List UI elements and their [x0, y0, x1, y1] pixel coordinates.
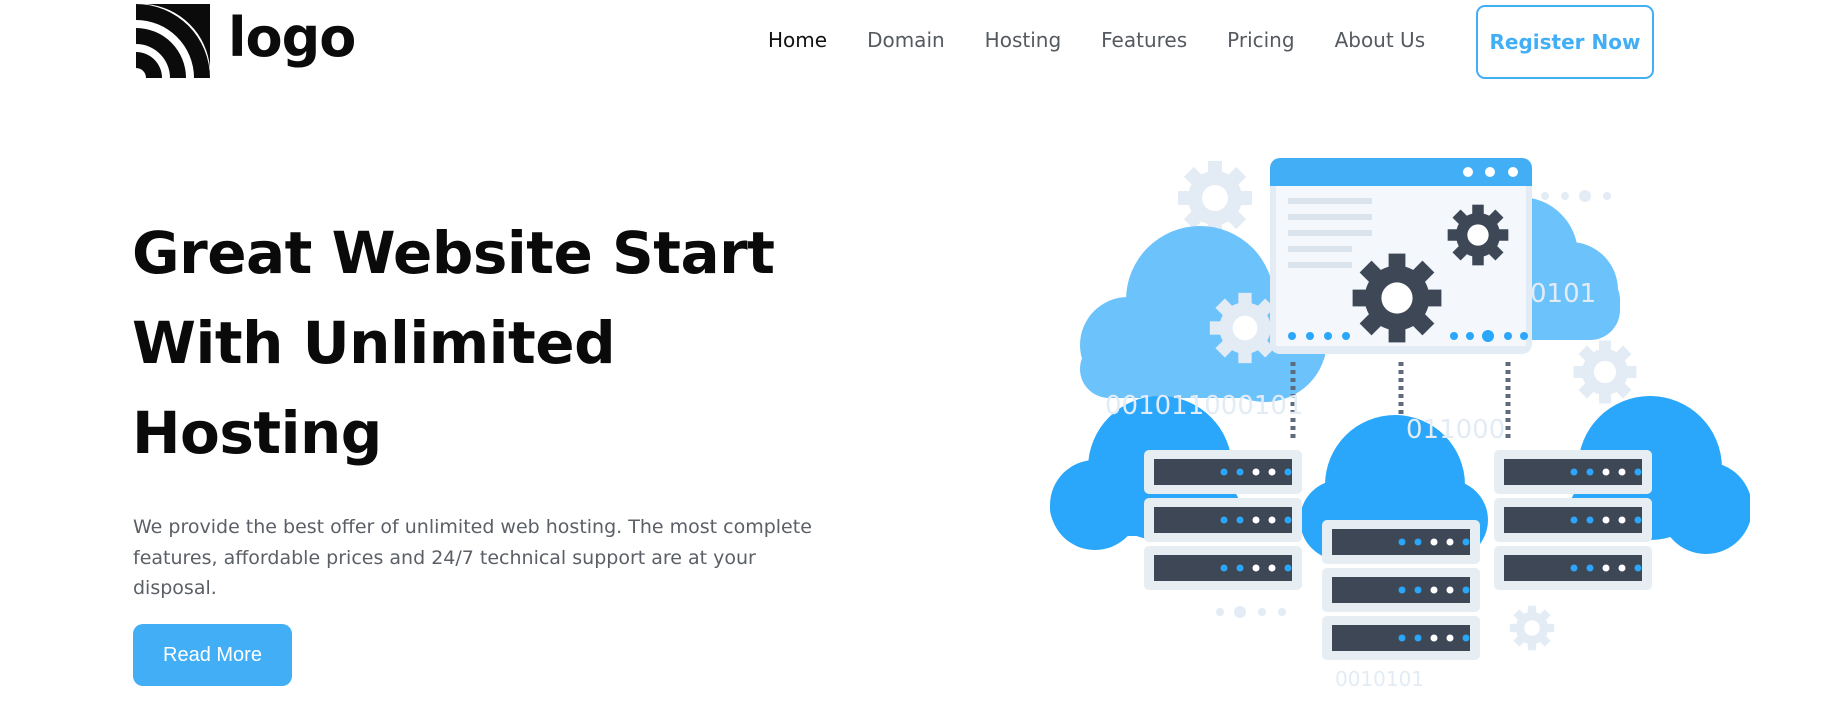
nav-features[interactable]: Features [1101, 28, 1188, 52]
browser-window-icon [1270, 158, 1532, 354]
nav-domain[interactable]: Domain [867, 28, 945, 52]
nav-pricing[interactable]: Pricing [1227, 28, 1295, 52]
site-header: logo Home Domain Hosting Features Pricin… [0, 0, 1830, 90]
binary-text-1: 0101 [1530, 279, 1596, 309]
server-stack-center [1322, 520, 1480, 660]
binary-text-4: 0010101 [1335, 667, 1424, 691]
binary-text-2: 001011000101 [1105, 391, 1304, 421]
cloud-servers-illustration: 0101 001011000101 011000 0010101 [1050, 158, 1750, 691]
nav-hosting[interactable]: Hosting [984, 28, 1062, 52]
hosting-illustration: 0101 001011000101 011000 0010101 [1050, 150, 1750, 710]
nav-about-us[interactable]: About Us [1334, 28, 1426, 52]
server-stack-left [1144, 450, 1302, 590]
gear-light-icon-top [1178, 161, 1252, 235]
logo-link[interactable]: logo [136, 4, 356, 78]
binary-text-3: 011000 [1406, 415, 1505, 445]
hero-title-line-2: With Unlimited [132, 309, 616, 377]
hero-title-line-1: Great Website Start [132, 219, 775, 287]
logo-text: logo [228, 6, 356, 69]
hero-title-line-3: Hosting [132, 399, 382, 467]
logo-rss-icon [136, 4, 210, 78]
server-stack-right [1494, 450, 1652, 590]
nav-home[interactable]: Home [768, 28, 828, 52]
main-nav: Home Domain Hosting Features Pricing Abo… [768, 26, 1465, 54]
hero-description: We provide the best offer of unlimited w… [133, 516, 812, 599]
register-now-button[interactable]: Register Now [1476, 5, 1654, 79]
gear-light-icon-bottom [1509, 605, 1555, 651]
gear-light-icon-right [1573, 340, 1637, 404]
hero-title: Great Website Start With Unlimited Hosti… [132, 208, 852, 478]
gear-cloud-icon [1209, 292, 1281, 364]
read-more-button[interactable]: Read More [133, 624, 292, 686]
